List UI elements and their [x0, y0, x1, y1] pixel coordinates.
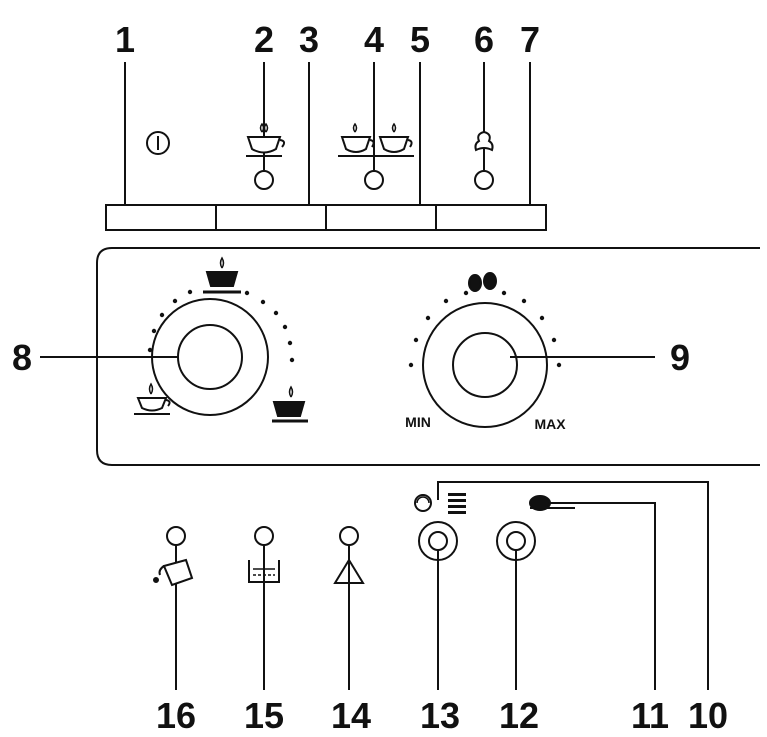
water-filter-icon	[448, 493, 466, 514]
grind-dial-dots	[408, 290, 562, 368]
water-tank-icon	[248, 560, 280, 583]
callout-12: 12	[499, 695, 539, 736]
grounds-container-indicator-light	[166, 526, 186, 546]
callout-11: 11	[631, 695, 669, 736]
grind-max-label: MAX	[534, 416, 566, 432]
callout-8: 8	[12, 337, 32, 378]
callout-5: 5	[410, 19, 430, 60]
descale-knob	[418, 521, 458, 561]
power-icon	[146, 131, 170, 155]
one-cup-indicator-light	[254, 170, 274, 190]
coffee-beans-icon	[468, 272, 497, 292]
steam-indicator-light	[474, 170, 494, 190]
coffee-quantity-dial	[151, 298, 269, 416]
button-strip	[105, 204, 547, 231]
two-cups-indicator-light	[364, 170, 384, 190]
strong-cup-icon	[272, 385, 308, 423]
callout-7: 7	[520, 19, 540, 60]
descale-icon	[414, 494, 432, 512]
grind-min-label: MIN	[405, 414, 431, 430]
ground-coffee-spoon-icon	[529, 495, 551, 511]
callout-4: 4	[364, 19, 384, 60]
callout-1: 1	[115, 19, 135, 60]
callout-numbers: 1 2 3 4 5 6 7 8 9 10 11 12 13 14 15 16	[12, 19, 728, 736]
callout-16: 16	[156, 695, 196, 736]
callout-10: 10	[688, 695, 728, 736]
callout-9: 9	[670, 337, 690, 378]
coffee-dial-dots	[147, 289, 295, 363]
grounds-container-icon	[153, 558, 194, 587]
callout-15: 15	[244, 695, 284, 736]
callout-6: 6	[474, 19, 494, 60]
grind-dial	[422, 302, 548, 428]
water-tank-indicator-light	[254, 526, 274, 546]
steam-icon	[474, 130, 494, 160]
callout-2: 2	[254, 19, 274, 60]
two-cups-icon	[338, 122, 414, 157]
one-cup-icon	[246, 122, 286, 157]
callout-3: 3	[299, 19, 319, 60]
callout-14: 14	[331, 695, 371, 736]
large-cup-icon	[203, 256, 241, 294]
alarm-indicator-light	[339, 526, 359, 546]
callout-13: 13	[420, 695, 460, 736]
small-cup-icon	[134, 382, 171, 415]
